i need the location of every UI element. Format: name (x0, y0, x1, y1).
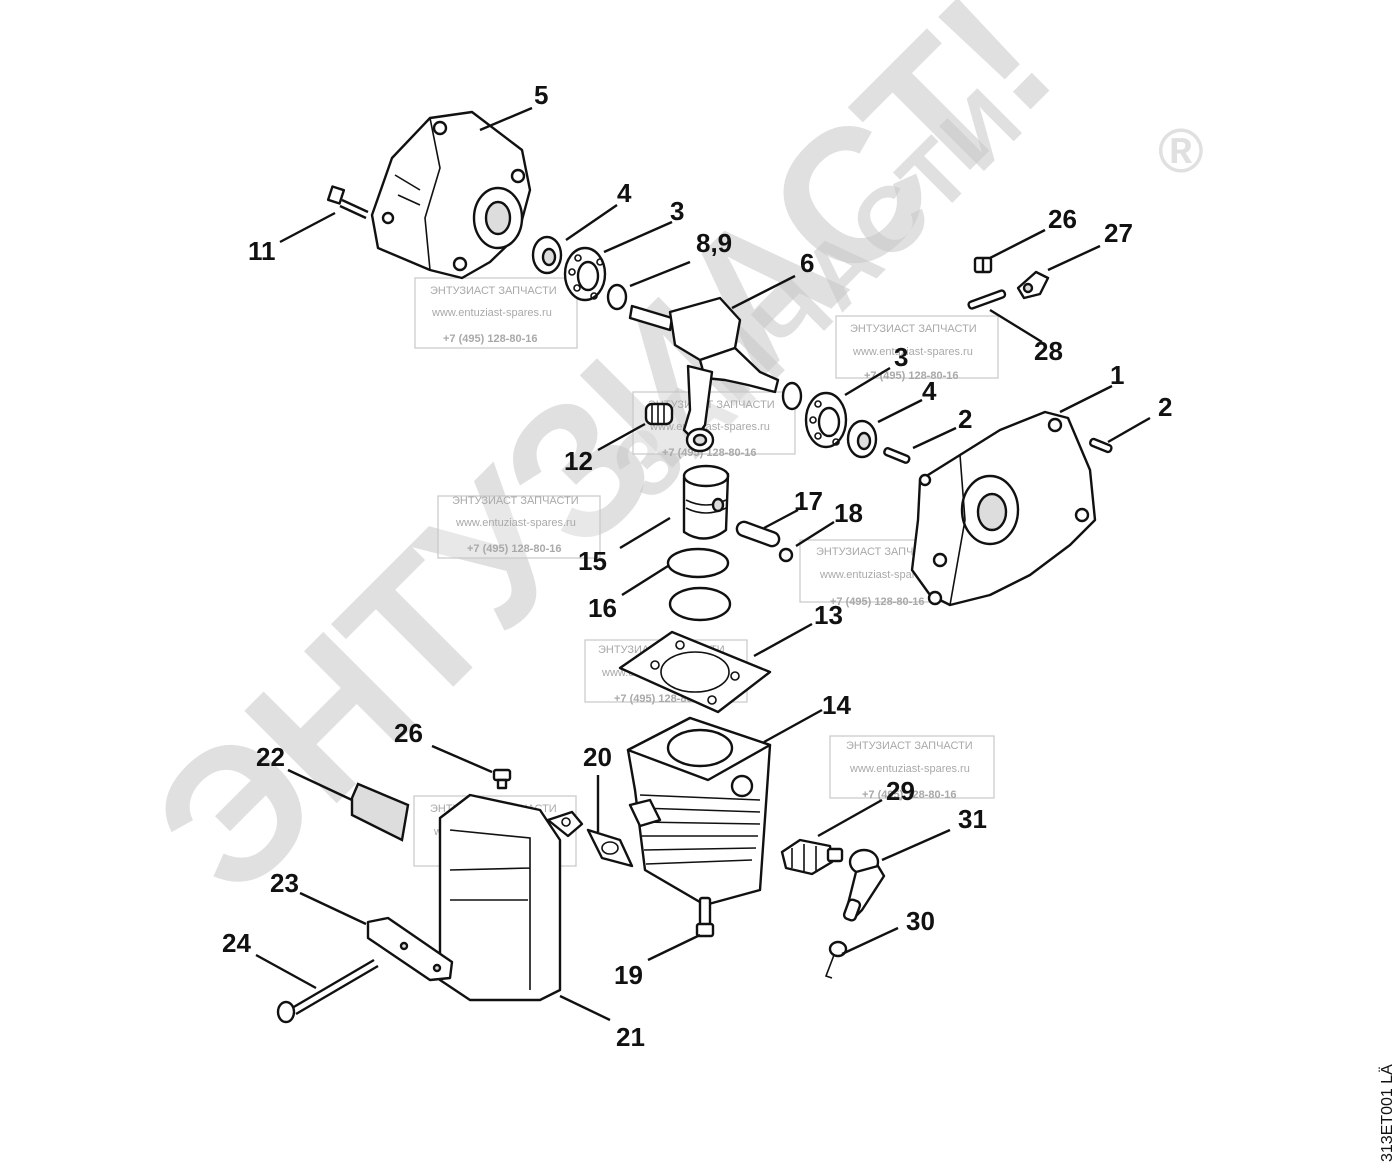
part-22-screen (350, 782, 410, 842)
part-20-exhaust-gasket (586, 828, 634, 868)
stamp-url: www.entuziast-spares.ru (852, 346, 973, 358)
stamp-name: ЭНТУЗИАСТ ЗАПЧАСТИ (430, 285, 557, 297)
label-part-26-bottom: 26 (394, 718, 423, 748)
label-part-14: 14 (822, 690, 851, 720)
part-number-labels: 5 11 4 3 8,9 6 26 27 28 3 4 1 2 2 12 17 … (222, 80, 1172, 1052)
part-5-crankcase-left (370, 110, 532, 280)
stamp-phone: +7 (495) 128-80-16 (662, 447, 756, 459)
label-part-26-top: 26 (1048, 204, 1077, 234)
part-4-seal-right (846, 419, 878, 459)
label-part-31: 31 (958, 804, 987, 834)
part-2-pin-right (1089, 437, 1113, 454)
part-12-needle-bearing (644, 402, 674, 426)
label-part-1: 1 (1110, 360, 1124, 390)
part-6-crankshaft (628, 296, 780, 453)
label-part-19: 19 (614, 960, 643, 990)
part-17-piston-pin (735, 520, 781, 548)
label-part-4-right: 4 (922, 376, 937, 406)
part-21-muffler (438, 793, 584, 1002)
stamp-url: www.entuziast-spares.ru (649, 421, 770, 433)
label-part-2-left: 2 (958, 404, 972, 434)
label-part-27: 27 (1104, 218, 1133, 248)
label-part-28: 28 (1034, 336, 1063, 366)
stamp-name: ЭНТУЗИАСТ ЗАПЧАСТИ (648, 399, 775, 411)
label-part-23: 23 (270, 868, 299, 898)
stamp-name: ЭНТУЗИАСТ ЗАПЧАСТИ (846, 740, 973, 752)
stamp-1: ЭНТУЗИАСТ ЗАПЧАСТИ www.entuziast-spares.… (414, 277, 578, 349)
label-part-5: 5 (534, 80, 548, 110)
part-1-crankcase-right (910, 410, 1097, 607)
label-part-30: 30 (906, 906, 935, 936)
stamp-phone: +7 (495) 128-80-16 (864, 370, 958, 382)
drawing-code: 313ET001 LÄ (1378, 1064, 1396, 1162)
stamp-url: www.entuziast-spares.ru (849, 763, 970, 775)
part-15-piston (682, 464, 730, 540)
part-11-screw (326, 185, 369, 220)
label-part-24: 24 (222, 928, 251, 958)
stamp-3: ЭНТУЗИАСТ ЗАПЧАСТИ www.entuziast-spares.… (632, 391, 796, 459)
part-14-cylinder (626, 716, 772, 907)
stamp-phone: +7 (495) 128-80-16 (830, 596, 924, 608)
watermark-registered-mark: ® (1158, 117, 1204, 186)
stamp-2: ЭНТУЗИАСТ ЗАПЧАСТИ www.entuziast-spares.… (835, 315, 999, 382)
part-4-seal-top (531, 235, 563, 275)
part-27-clip (1016, 270, 1050, 300)
part-3-bearing-right (804, 391, 848, 449)
stamp-name: ЭНТУЗИАСТ ЗАПЧАСТИ (816, 546, 943, 558)
label-part-11: 11 (248, 236, 276, 266)
part-23-plate (366, 916, 454, 982)
stamp-phone: +7 (495) 128-80-16 (443, 333, 537, 345)
part-31-spark-plug-boot (842, 848, 886, 922)
part-29-spark-plug (780, 838, 844, 876)
label-part-21: 21 (616, 1022, 645, 1052)
label-part-15: 15 (578, 546, 607, 576)
part-3-bearing-top (563, 246, 607, 302)
part-24-long-bolt (276, 958, 379, 1024)
stamp-url: www.entuziast-spares.ru (819, 569, 940, 581)
label-part-16: 16 (588, 593, 617, 623)
label-part-2-right: 2 (1158, 392, 1172, 422)
part-washer-right (781, 381, 803, 411)
part-16-piston-rings (666, 547, 732, 622)
part-19-screw (695, 896, 715, 938)
label-part-22: 22 (256, 742, 285, 772)
label-part-8-9: 8,9 (696, 228, 732, 258)
part-26-screw-top (973, 256, 993, 274)
part-28-pin (967, 289, 1007, 310)
stamp-phone: +7 (495) 128-80-16 (467, 543, 561, 555)
label-part-29: 29 (886, 776, 915, 806)
label-part-17: 17 (794, 486, 823, 516)
stamp-name: ЭНТУЗИАСТ ЗАПЧАСТИ (452, 495, 579, 507)
stamp-7: ЭНТУЗИАСТ ЗАПЧАСТИ www.entuziast-spares.… (829, 735, 995, 801)
part-2-pin-left (883, 447, 911, 464)
stamp-url: www.entuziast-spares.ru (455, 517, 576, 529)
label-part-6: 6 (800, 248, 814, 278)
part-8-9-washer (606, 283, 628, 311)
stamp-url: www.entuziast-spares.ru (431, 307, 552, 319)
stamp-4: ЭНТУЗИАСТ ЗАПЧАСТИ www.entuziast-spares.… (437, 495, 601, 559)
part-30-spring (824, 940, 848, 979)
label-part-12: 12 (564, 446, 593, 476)
label-part-3-top: 3 (670, 196, 684, 226)
label-part-18: 18 (834, 498, 863, 528)
stamp-name: ЭНТУЗИАСТ ЗАПЧАСТИ (850, 323, 977, 335)
label-part-13: 13 (814, 600, 843, 630)
part-26-screw-bottom (492, 768, 512, 790)
label-part-3-right: 3 (894, 342, 908, 372)
label-part-20: 20 (583, 742, 612, 772)
part-18-circlip (778, 547, 794, 563)
label-part-4-top: 4 (617, 178, 632, 208)
part-13-cylinder-gasket (618, 630, 772, 714)
stamp-phone: +7 (495) 128-80-16 (862, 789, 956, 801)
leader-lines (255, 106, 1151, 1022)
